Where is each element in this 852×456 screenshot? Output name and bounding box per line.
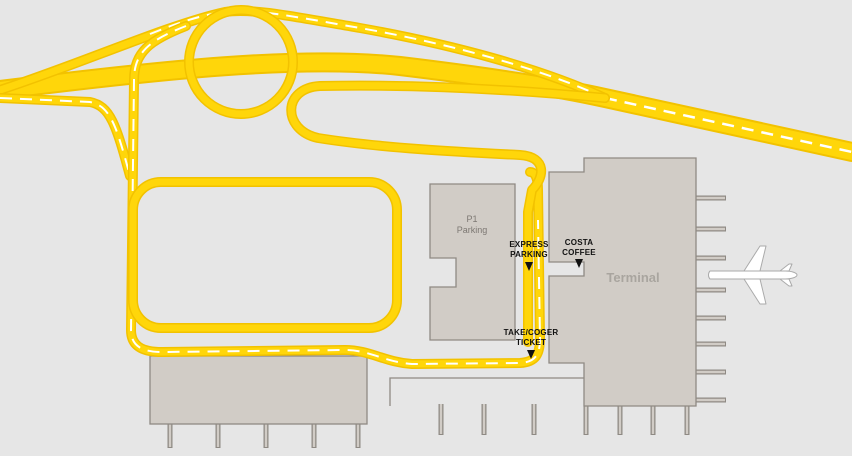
car-park-loop: [128, 177, 402, 333]
upper-ramp: [0, 5, 610, 103]
p1-parking-label: P1 Parking: [457, 214, 488, 235]
poi-take-coger-ticket[interactable]: TAKE/COGER TICKET: [504, 328, 559, 359]
interchange-loop: [184, 5, 298, 119]
terminal-return-road: [286, 80, 610, 347]
south-building-piers: [167, 420, 361, 448]
terminal-building: [389, 157, 697, 407]
poi-express-parking[interactable]: EXPRESS PARKING: [509, 240, 549, 271]
ticket-label: TICKET: [516, 338, 546, 347]
costa-label: COSTA: [565, 238, 593, 247]
terminal-east-piers: [693, 195, 726, 403]
road-network: [0, 5, 852, 369]
parking-label: Parking: [457, 225, 488, 235]
south-building: [149, 355, 368, 425]
p1-parking-building: [429, 183, 516, 341]
express-label: EXPRESS: [509, 240, 549, 249]
terminal-south-piers: [438, 404, 690, 435]
parking-poi-label: PARKING: [510, 250, 548, 259]
main-highway: [0, 52, 852, 162]
coffee-label: COFFEE: [562, 248, 596, 257]
marker-triangle-icon: [525, 262, 533, 271]
terminal-label: Terminal: [606, 270, 659, 285]
poi-costa-coffee[interactable]: COSTA COFFEE: [562, 238, 596, 268]
p1-label: P1: [466, 214, 477, 224]
take-coger-label: TAKE/COGER: [504, 328, 559, 337]
marker-triangle-icon: [527, 350, 535, 359]
buildings: [149, 157, 726, 448]
marker-triangle-icon: [575, 259, 583, 268]
west-approach: [0, 93, 135, 181]
airplane-icon: [708, 245, 798, 305]
